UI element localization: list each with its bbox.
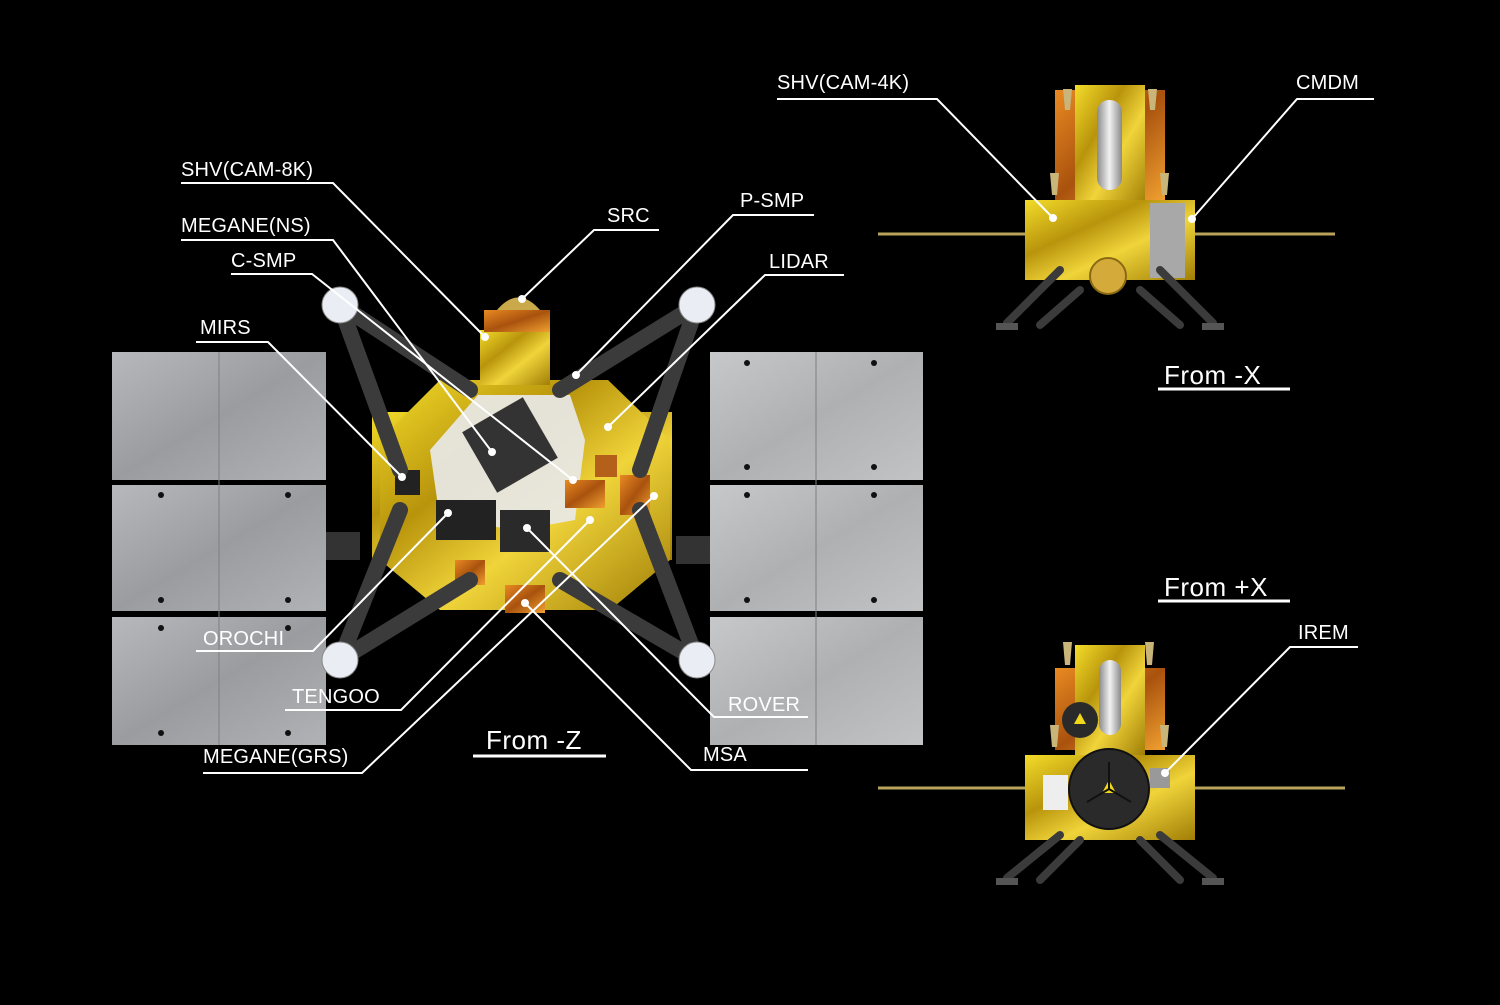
callout-line-tengoo	[285, 519, 591, 711]
label-megane-grs: MEGANE(GRS)	[203, 746, 349, 768]
right-solar-array	[676, 352, 923, 745]
callout-lines	[181, 98, 1374, 777]
footpads	[321, 286, 716, 679]
view-title-from-minus-z: From -Z	[486, 725, 582, 755]
callout-dot-mirs	[398, 473, 406, 481]
callout-dot-rover	[523, 524, 531, 532]
label-rover: ROVER	[728, 694, 801, 716]
view-from-plus-x	[878, 642, 1345, 885]
src-capsule	[480, 297, 550, 385]
view-title-from-minus-x: From -X	[1164, 360, 1262, 390]
label-tengoo: TENGOO	[292, 686, 380, 708]
label-mirs: MIRS	[200, 317, 251, 339]
label-src: SRC	[607, 205, 650, 227]
callout-dot-megane-ns	[488, 448, 496, 456]
callout-dot-msa	[521, 599, 529, 607]
callout-line-megane-ns	[181, 239, 493, 453]
callout-dot-shv-cam-8k	[481, 333, 489, 341]
callout-line-lidar	[607, 274, 844, 428]
callout-line-rover	[526, 527, 808, 718]
label-shv-cam-8k: SHV(CAM-8K)	[181, 159, 314, 181]
callout-line-cmdm	[1191, 98, 1374, 220]
callout-dot-src	[518, 295, 526, 303]
label-irem: IREM	[1298, 622, 1349, 644]
left-solar-array	[112, 352, 360, 745]
callout-dot-cmdm	[1188, 215, 1196, 223]
callout-line-shv-cam-4k	[777, 98, 1054, 219]
callout-line-msa	[524, 602, 808, 771]
callout-line-orochi	[196, 512, 449, 652]
callout-line-c-smp	[231, 273, 574, 481]
label-p-smp: P-SMP	[740, 190, 805, 212]
callout-line-p-smp	[575, 214, 814, 376]
main-bus	[372, 380, 672, 613]
callout-dot-irem	[1161, 769, 1169, 777]
label-c-smp: C-SMP	[231, 250, 297, 272]
label-megane-ns: MEGANE(NS)	[181, 215, 311, 237]
callout-dot-p-smp	[572, 371, 580, 379]
callout-dot-tengoo	[586, 516, 594, 524]
view-from-minus-x	[878, 85, 1335, 330]
callout-dot-orochi	[444, 509, 452, 517]
view-underlines	[473, 387, 1290, 758]
label-cmdm: CMDM	[1296, 72, 1360, 94]
callout-dot-shv-cam-4k	[1049, 214, 1057, 222]
callout-dot-lidar	[604, 423, 612, 431]
label-lidar: LIDAR	[769, 251, 829, 273]
view-from-minus-z	[112, 286, 923, 745]
callout-line-src	[521, 229, 659, 300]
label-shv-cam-4k: SHV(CAM-4K)	[777, 72, 910, 94]
callout-line-shv-cam-8k	[181, 182, 486, 338]
callout-dot-megane-grs	[650, 492, 658, 500]
callout-line-mirs	[196, 341, 403, 478]
label-msa: MSA	[703, 744, 747, 766]
label-orochi: OROCHI	[203, 628, 285, 650]
callout-dot-c-smp	[569, 476, 577, 484]
callout-line-megane-grs	[203, 495, 655, 774]
callout-line-irem	[1164, 646, 1358, 774]
view-title-from-plus-x: From +X	[1164, 572, 1268, 602]
